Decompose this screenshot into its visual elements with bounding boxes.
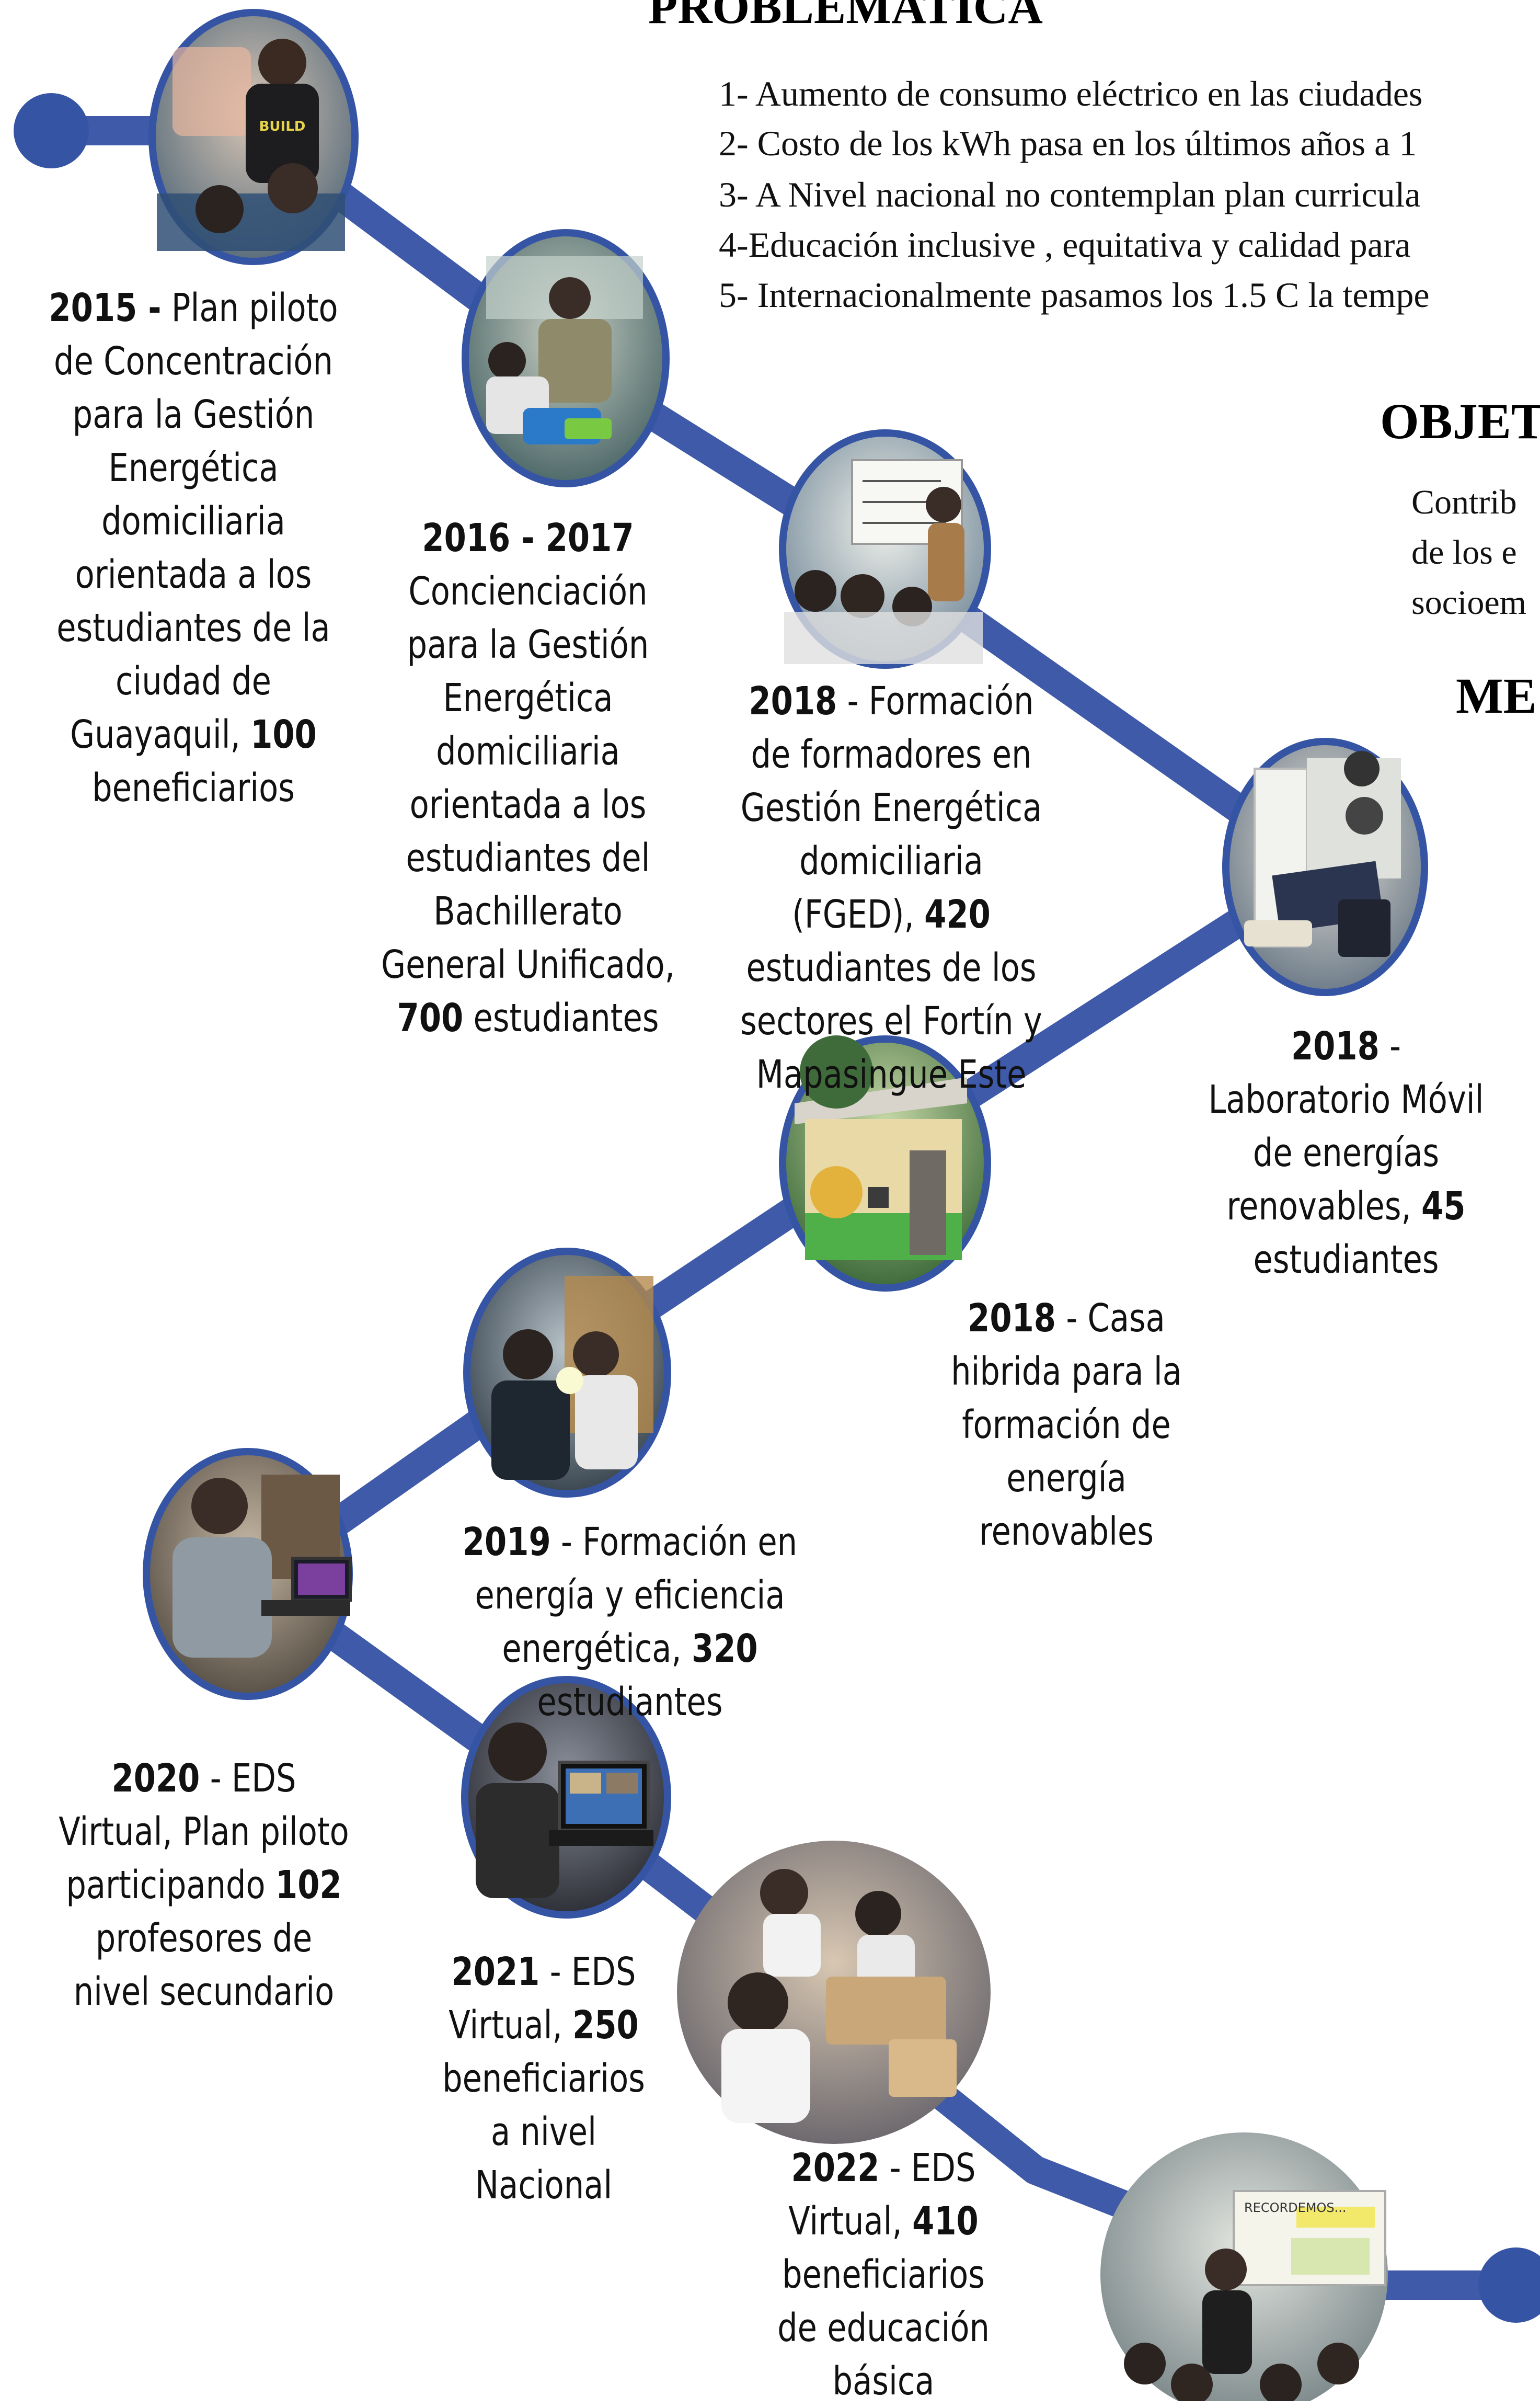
milestone-tail: estudiantes de los sectores el Fortín y … (740, 945, 1042, 1097)
problem-item-5: 5- Internacionalmente pasamos los 1.5 C … (719, 275, 1430, 315)
milestone-2020: 2020 - EDS Virtual, Plan piloto particip… (54, 1752, 354, 2018)
metodologia-heading: ME (1456, 668, 1537, 724)
milestone-year: 2019 (462, 1520, 551, 1565)
milestone-tail: estudiantes (537, 1680, 723, 1725)
problem-item-3: 3- A Nivel nacional no contemplan plan c… (719, 175, 1421, 214)
objective-line-1: Contrib (1411, 483, 1517, 521)
milestone-text: - Formación en energía y eficiencia ener… (475, 1520, 798, 1671)
milestone-text: Plan piloto de Concentración para la Ges… (54, 286, 338, 757)
photo-2015-classroom: BUILD (148, 9, 359, 265)
milestone-year: 2015 - (49, 286, 162, 330)
milestone-2022: 2022 - EDS Virtual, 410 beneficiarios de… (776, 2141, 991, 2408)
objective-line-3: socioem (1411, 584, 1526, 622)
slide-title: RECORDEMOS... (1244, 2200, 1347, 2215)
milestone-tail: profesores de nivel secundario (73, 1916, 335, 2014)
photo-2021-virtual (461, 1676, 671, 1919)
problem-item-4: 4-Educación inclusive , equitativa y cal… (719, 225, 1411, 265)
milestone-year: 2021 (451, 1949, 540, 1994)
milestone-tail: beneficiarios de educación básica (777, 2252, 990, 2404)
milestone-text: - EDS Virtual, (449, 1949, 636, 2048)
milestone-text: Concienciación para la Gestión Energétic… (381, 569, 675, 987)
timeline-start-node (14, 93, 89, 168)
milestone-text: - Formación de formadores en Gestión Ene… (740, 679, 1042, 937)
timeline-end-node (1478, 2247, 1540, 2323)
photo-2018-hybrid-house (779, 1035, 991, 1292)
milestone-2018-house: 2018 - Casa hibrida para la formación de… (934, 1292, 1199, 1558)
milestone-tail: beneficiarios (92, 766, 295, 811)
milestone-year: 2016 - 2017 (422, 516, 634, 561)
milestone-2019: 2019 - Formación en energía y eficiencia… (413, 1515, 846, 1729)
milestone-year: 2018 (968, 1296, 1056, 1341)
photo-2022-basic-ed (677, 1841, 991, 2144)
photo-2020-virtual (143, 1448, 353, 1700)
milestone-count: 320 (691, 1626, 758, 1671)
milestone-tail: estudiantes (1253, 1237, 1439, 1282)
objetivo-heading: OBJET (1380, 393, 1540, 449)
shirt-print: BUILD (259, 119, 306, 134)
milestone-count: 250 (572, 2003, 639, 2048)
photo-2016-workshop (462, 229, 670, 487)
milestone-tail: estudiantes (473, 996, 659, 1041)
problem-item-1: 1- Aumento de consumo eléctrico en las c… (719, 74, 1423, 113)
milestone-count: 700 (397, 996, 464, 1041)
milestone-count: 420 (924, 892, 991, 937)
milestone-year: 2020 (111, 1756, 200, 1801)
milestone-tail: beneficiarios a nivel Nacional (442, 2056, 645, 2208)
milestone-text: - Laboratorio Móvil de energías renovabl… (1208, 1024, 1484, 1229)
photo-2019-training (463, 1248, 671, 1498)
problem-item-2: 2- Costo de los kWh pasa en los últimos … (719, 123, 1417, 163)
milestone-2016-2017: 2016 - 2017 Concienciación para la Gesti… (370, 511, 687, 1045)
milestone-2021: 2021 - EDS Virtual, 250 beneficiarios a … (436, 1945, 651, 2212)
milestone-year: 2022 (791, 2145, 880, 2190)
problematica-heading: PROBLEMATICA (648, 0, 1043, 33)
milestone-count: 102 (275, 1863, 342, 1908)
milestone-count: 45 (1421, 1184, 1466, 1229)
milestone-year: 2018 (1291, 1024, 1380, 1069)
milestone-count: 100 (250, 712, 317, 757)
milestone-text: - EDS Virtual, (788, 2145, 976, 2244)
photo-2018-whiteboard (779, 429, 991, 669)
milestone-2018-fged: 2018 - Formación de formadores en Gestió… (735, 675, 1048, 1101)
milestone-2015: 2015 - Plan piloto de Concentración para… (35, 281, 352, 815)
photo-2018-mobile-lab (1222, 738, 1428, 996)
milestone-2018-lab: 2018 - Laboratorio Móvil de energías ren… (1198, 1020, 1494, 1286)
milestone-text: - EDS Virtual, Plan piloto participando (59, 1756, 349, 1908)
photo-2022-presentation: RECORDEMOS... (1100, 2132, 1388, 2401)
milestone-text: - Casa hibrida para la formación de ener… (951, 1296, 1182, 1554)
milestone-count: 410 (912, 2199, 979, 2244)
milestone-year: 2018 (749, 679, 837, 724)
objective-line-2: de los e (1411, 533, 1517, 572)
